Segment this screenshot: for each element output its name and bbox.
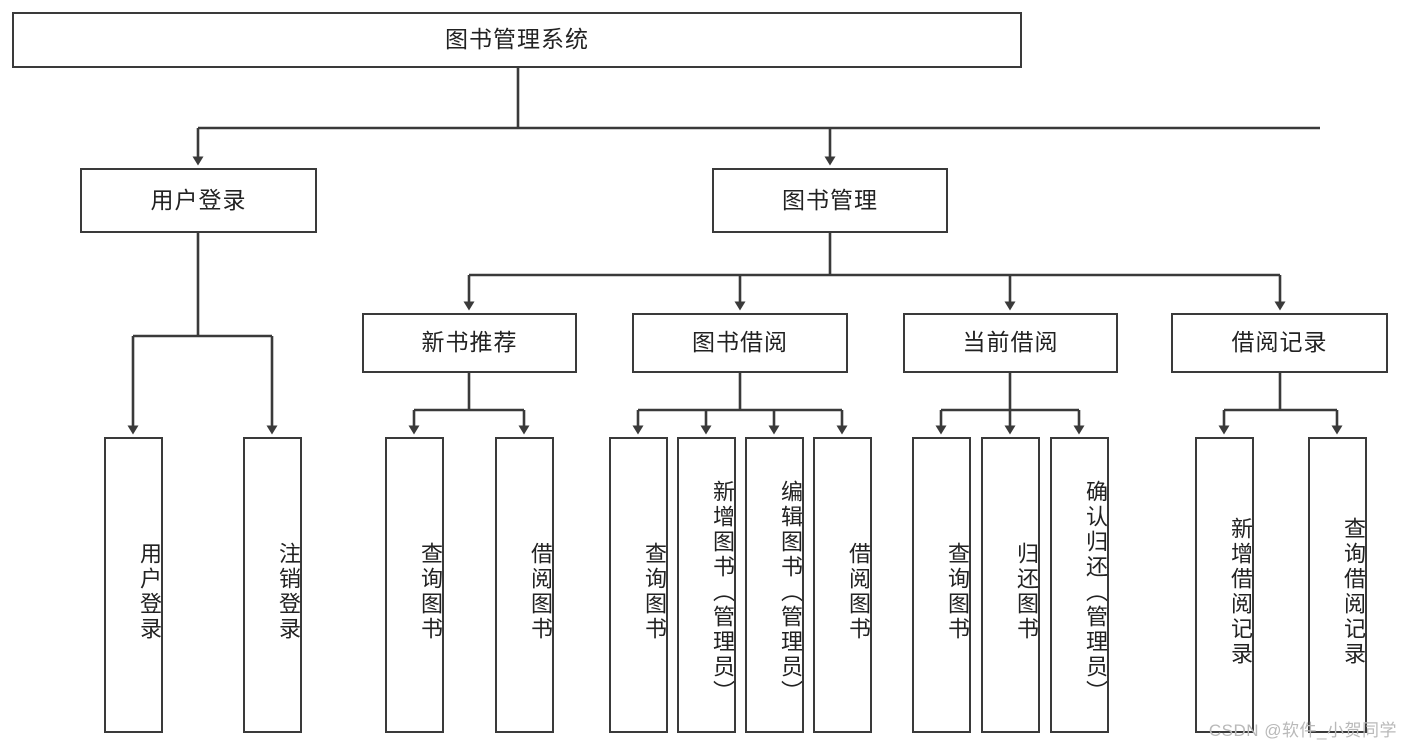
node-label: 注销登录: [276, 542, 301, 642]
leaf-edit-book-admin[interactable]: 编辑图书（管理员）: [745, 437, 804, 733]
node-label: 用户登录: [150, 186, 247, 213]
node-root-book-management-system[interactable]: 图书管理系统: [12, 12, 1022, 68]
leaf-query-borrow-record[interactable]: 查询借阅记录: [1308, 437, 1367, 733]
node-label: 图书管理系统: [445, 26, 589, 53]
leaf-query-books-recommend[interactable]: 查询图书: [385, 437, 444, 733]
node-book-borrowing[interactable]: 图书借阅: [632, 313, 848, 373]
node-label: 借阅记录: [1231, 329, 1328, 356]
leaf-query-books-borrow[interactable]: 查询图书: [609, 437, 668, 733]
node-label: 归还图书: [1014, 542, 1039, 642]
node-label: 查询借阅记录: [1341, 517, 1366, 667]
node-label: 新增借阅记录: [1228, 517, 1253, 667]
node-label: 借阅图书: [528, 542, 553, 642]
node-label: 编辑图书（管理员）: [778, 479, 803, 705]
leaf-confirm-return-admin[interactable]: 确认归还（管理员）: [1050, 437, 1109, 733]
leaf-add-book-admin[interactable]: 新增图书（管理员）: [677, 437, 736, 733]
node-current-borrowing[interactable]: 当前借阅: [903, 313, 1118, 373]
node-borrowing-records[interactable]: 借阅记录: [1171, 313, 1388, 373]
node-label: 新书推荐: [421, 329, 518, 356]
leaf-add-borrow-record[interactable]: 新增借阅记录: [1195, 437, 1254, 733]
leaf-logout[interactable]: 注销登录: [243, 437, 302, 733]
node-label: 新增图书（管理员）: [710, 479, 735, 705]
node-label: 查询图书: [945, 542, 970, 642]
node-label: 借阅图书: [846, 542, 871, 642]
node-new-book-recommendation[interactable]: 新书推荐: [362, 313, 577, 373]
csdn-watermark: CSDN @软件_小贺同学: [1208, 721, 1397, 740]
node-label: 当前借阅: [962, 329, 1059, 356]
node-label: 查询图书: [642, 542, 667, 642]
node-label: 用户登录: [137, 542, 162, 642]
node-user-login[interactable]: 用户登录: [80, 168, 317, 233]
node-label: 确认归还（管理员）: [1083, 479, 1108, 705]
node-label: 查询图书: [418, 542, 443, 642]
leaf-user-login[interactable]: 用户登录: [104, 437, 163, 733]
leaf-borrow-books-recommend[interactable]: 借阅图书: [495, 437, 554, 733]
leaf-borrow-books[interactable]: 借阅图书: [813, 437, 872, 733]
node-label: 图书管理: [782, 186, 878, 213]
leaf-return-books[interactable]: 归还图书: [981, 437, 1040, 733]
leaf-query-books-current[interactable]: 查询图书: [912, 437, 971, 733]
node-label: 图书借阅: [692, 329, 788, 356]
node-book-management[interactable]: 图书管理: [712, 168, 948, 233]
